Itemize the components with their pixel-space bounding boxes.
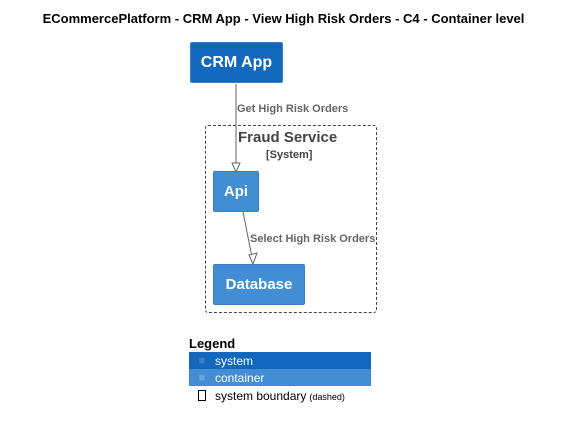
arrowhead-crm-to-api [231, 162, 241, 174]
legend-item-boundary: system boundary (dashed) [189, 387, 371, 404]
relationship-label-get: Get High Risk Orders [237, 103, 349, 115]
arrowhead-api-to-database [248, 252, 258, 266]
diagram-title: ECommercePlatform - CRM App - View High … [42, 11, 525, 26]
legend-note-dashed: (dashed) [309, 391, 345, 402]
legend-item-system: ■ system [189, 352, 371, 369]
legend-label-container: container [215, 370, 265, 385]
database-node[interactable]: Database [213, 264, 305, 305]
api-node[interactable]: Api [213, 171, 259, 212]
dashed-box-icon [198, 390, 206, 401]
boundary-type: [System] [266, 149, 313, 161]
legend-swatch-icon: ■ [198, 354, 206, 367]
arrow-api-to-database [242, 211, 254, 263]
legend-title: Legend [189, 336, 236, 351]
fraud-service-boundary [205, 125, 377, 313]
legend-label-boundary: system boundary [215, 388, 307, 403]
boundary-name: Fraud Service [238, 129, 338, 146]
relationship-label-select: Select High Risk Orders [250, 233, 376, 245]
legend-swatch-icon: ■ [198, 371, 206, 384]
crm-app-node[interactable]: CRM App [190, 42, 283, 83]
legend-item-container: ■ container [189, 369, 371, 386]
legend-label-system: system [215, 353, 254, 368]
